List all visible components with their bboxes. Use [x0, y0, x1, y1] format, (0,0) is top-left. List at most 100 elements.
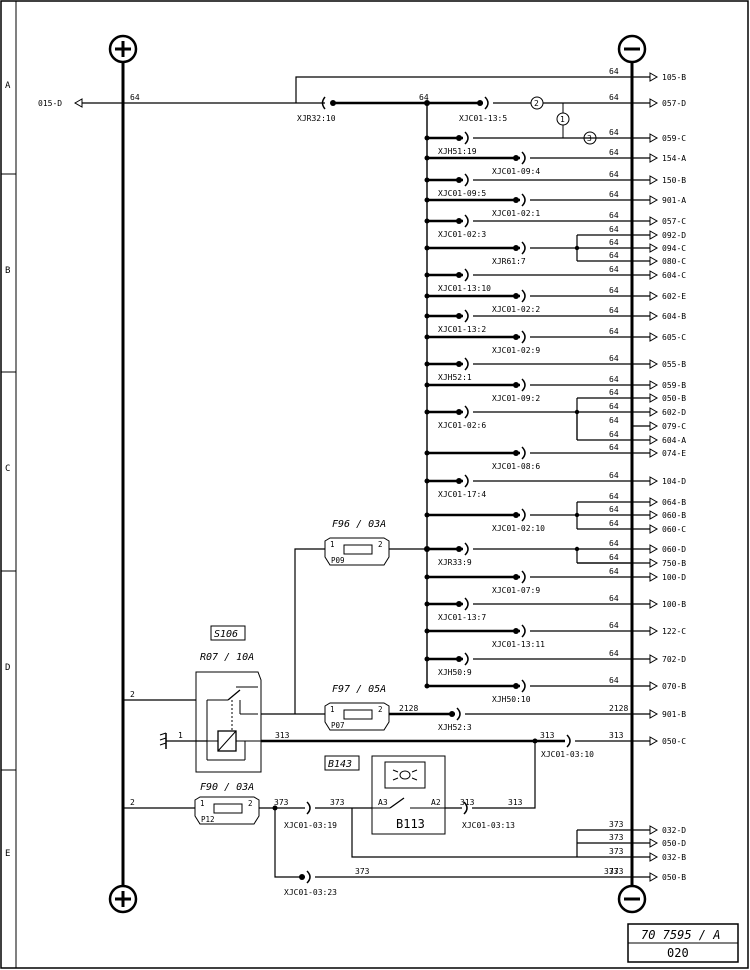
output-code: 104-D [662, 477, 686, 486]
output-arrow [649, 572, 659, 582]
output-code: 750-B [662, 559, 686, 568]
svg-text:313: 313 [540, 731, 555, 740]
lamp-in-conn: XJC01-03:19 [284, 821, 337, 830]
output-wire: 64 [609, 416, 619, 425]
zone-label-d: D [5, 663, 10, 673]
branch-11: XJH52:1 [424, 357, 632, 382]
lamp-icon [384, 761, 426, 789]
output-wire: 64 [609, 170, 619, 179]
branch-18: XJC01-07:9 [424, 570, 632, 595]
connector-label: XJH50:10 [492, 695, 531, 704]
fuse-f90-label: F90 / 03A [200, 782, 254, 793]
connector-icon [521, 330, 526, 344]
output-code: 605-C [662, 333, 686, 342]
output-wire: 64 [609, 211, 619, 220]
output-code: 050-C [662, 737, 686, 746]
output-arrow [649, 558, 659, 568]
output-22: 104-D 64 [609, 471, 686, 486]
connector-label: XJC01-13:2 [438, 325, 486, 334]
output-code: 057-D [662, 99, 686, 108]
branch-22: XJH50:10 [424, 679, 632, 704]
svg-text:P09: P09 [331, 556, 345, 565]
output-wire: 64 [609, 190, 619, 199]
output-wire: 373 [609, 867, 624, 876]
output-wire: 64 [609, 519, 619, 528]
svg-text:2: 2 [378, 540, 383, 549]
output-arrow [649, 524, 659, 534]
output-wire: 64 [609, 676, 619, 685]
connector-label: XJC01-13:11 [492, 640, 545, 649]
output-arrow [649, 825, 659, 835]
output-wire: 373 [609, 833, 624, 842]
output-wire: 64 [609, 402, 619, 411]
output-20: 604-A64 [609, 430, 686, 445]
connector-label: XJC01-09:2 [492, 394, 540, 403]
output-arrow [649, 510, 659, 520]
svg-text:1: 1 [330, 705, 335, 714]
svg-text:2: 2 [248, 799, 253, 808]
output-16: 059-B64 [609, 375, 686, 390]
branch-8: XJC01-02:2 [424, 289, 632, 314]
output-arrow [649, 332, 659, 342]
output-17: 050-B64 [609, 388, 686, 403]
branch-1: XJH51:19 [424, 131, 632, 156]
output-wire: 64 [609, 471, 619, 480]
zone-label-a: A [5, 81, 11, 91]
output-wire: 64 [609, 265, 619, 274]
output-28: 100-D 64 [609, 567, 686, 582]
output-wire: 64 [609, 649, 619, 658]
svg-text:2: 2 [534, 99, 539, 108]
output-32: 070-B 64 [609, 676, 686, 691]
output-code: 100-D [662, 573, 686, 582]
connector-icon [464, 474, 469, 488]
output-wire: 64 [609, 567, 619, 576]
connector-label: XJC01-08:6 [492, 462, 540, 471]
positive-terminal-bottom [108, 884, 138, 914]
connector-label: XJH50:9 [438, 668, 472, 677]
connector-label: XJR61:7 [492, 257, 526, 266]
output-code: 094-C [662, 244, 686, 253]
connector-icon [464, 652, 469, 666]
svg-text:2: 2 [378, 705, 383, 714]
output-arrow [649, 270, 659, 280]
branch-16: XJC01-02:10 [424, 501, 632, 533]
branch-13: XJC01-02:6 [424, 397, 632, 441]
output-arrow [649, 230, 659, 240]
branch-2: XJC01-09:4 [424, 151, 632, 176]
connector-icon [521, 241, 526, 255]
fuse-f96-label: F96 / 03A [332, 519, 386, 530]
output-arrow [649, 243, 659, 253]
output-arrow [649, 654, 659, 664]
connector-label: XJC01-02:10 [492, 524, 545, 533]
output-15: 055-B64 [609, 354, 686, 369]
connector-label: XJH51:19 [438, 147, 477, 156]
connector-label: XJC01-17:4 [438, 490, 486, 499]
output-arrow [649, 476, 659, 486]
output-code: 060-C [662, 525, 686, 534]
output-arrow [649, 133, 659, 143]
output-29: 100-B64 [609, 594, 686, 609]
connector-icon [464, 597, 469, 611]
output-wire: 64 [609, 539, 619, 548]
output-wire: 64 [609, 388, 619, 397]
lamp-box-id: B143 [328, 759, 352, 770]
branch-9: XJC01-13:2 [424, 309, 632, 334]
output-wire: 373 [609, 820, 624, 829]
connector-label: XJC01-02:3 [438, 230, 486, 239]
relay-id-box [210, 625, 246, 641]
output-1: 105-B64 [609, 67, 686, 82]
connector-label: XJH52:1 [438, 373, 472, 382]
connector-icon [464, 542, 469, 556]
output-wire: 64 [609, 443, 619, 452]
output-code: 070-B [662, 682, 686, 691]
ground-icon [159, 732, 167, 749]
output-arrow [649, 256, 659, 266]
output-arrow [649, 709, 659, 719]
output-wire: 64 [609, 238, 619, 247]
connector-label: XJC01-02:2 [492, 305, 540, 314]
output-arrow [649, 359, 659, 369]
connector-icon [521, 624, 526, 638]
branch-21: XJH50:9 [424, 652, 632, 677]
